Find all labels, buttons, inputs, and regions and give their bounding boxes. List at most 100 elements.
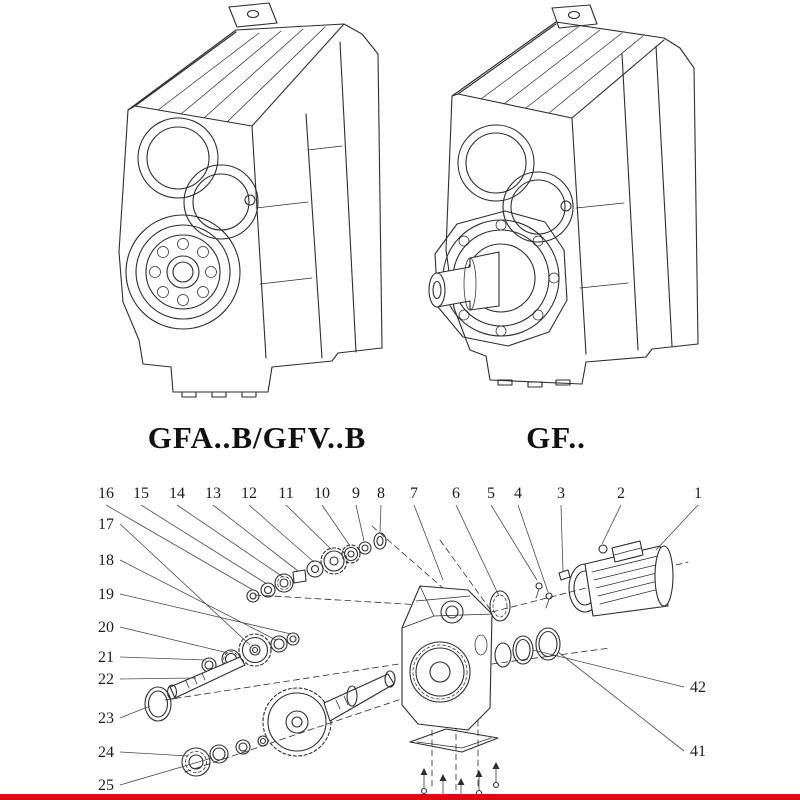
callout-12: 12 [241,485,257,502]
mounting-feet [497,379,571,388]
motor-end-cap [654,545,674,607]
callout-22: 22 [98,671,114,688]
oil-plug-block [228,2,278,28]
housing-input-bore [440,600,464,624]
side-plug [560,200,572,212]
output-shaft-parts [181,670,396,777]
callout-1: 1 [694,485,702,502]
callout-8: 8 [377,485,385,502]
part-14-bearing [274,573,294,593]
housing-bolt-circle [412,644,468,700]
callout-13: 13 [205,485,221,502]
callout-18: 18 [98,552,114,569]
part-5-bolt [535,582,543,590]
callout-5: 5 [487,485,495,502]
part-22-shaft [169,656,246,699]
callout-7: 7 [410,485,418,502]
callout-25: 25 [98,777,114,794]
callout-19: 19 [98,586,114,603]
shaft-spline-ticks [335,695,349,710]
frame-ties [255,145,343,285]
frame-rails [251,41,357,359]
washer [235,739,251,755]
part-41-ring [535,627,561,661]
shaft-end [428,272,446,308]
part-24-bearing [181,747,211,777]
callout-15: 15 [133,485,149,502]
callout-column-left: 17 18 19 20 21 22 23 24 25 [98,516,114,794]
caption-left: GFA..B/GFV..B [148,420,367,455]
callout-3: 3 [557,485,565,502]
cooling-ribs [157,26,326,123]
flange-boss [434,210,568,347]
part-12-washer [306,560,324,578]
input-bores [137,117,259,240]
part-19-ring [286,632,300,646]
motor-fins [591,554,668,605]
part-25-ring [209,744,229,764]
part-13-spacer [292,569,307,584]
exploded-housing [401,585,493,731]
bearing-rollers [149,238,217,306]
callout-14: 14 [169,485,185,502]
part-11-gear [320,547,348,575]
input-shaft-parts [246,532,387,603]
frame-rails [571,45,673,355]
leader-lines-right [532,649,685,752]
figure-gearbox-gfab [118,2,383,398]
part-17-gear [238,633,272,667]
base-gasket-and-bolts [409,728,500,800]
part-4-bolt [545,592,553,600]
callout-column-right: 42 41 [690,679,706,760]
oil-plug [246,9,260,19]
part-8-cap [373,532,387,550]
frame-ties [575,202,629,289]
housing-flange-bore [409,641,471,703]
intermediate-shaft-parts [144,632,300,722]
callout-16: 16 [98,485,114,502]
leader-lines-left [119,523,292,786]
leader-lines-top [105,504,699,597]
caption-right: GF.. [526,420,586,455]
callout-17: 17 [98,516,114,533]
input-bores [457,124,574,243]
side-plug [244,194,256,206]
page-bottom-border [0,794,800,800]
oil-plug-block [551,4,598,29]
callout-21: 21 [98,649,114,666]
callout-6: 6 [452,485,460,502]
motor-and-adapter-parts [489,540,674,668]
part-18-washer [270,635,288,653]
callout-10: 10 [314,485,330,502]
housing-top-edges [127,23,345,127]
motor-eyebolt [598,544,608,554]
part-10-pinion [341,544,361,564]
part-3-key [558,569,571,581]
output-shaft [436,251,500,311]
output-flange [428,210,568,347]
callout-23: 23 [98,710,114,727]
base-gasket [409,728,499,753]
callout-4: 4 [514,485,522,502]
part-15-washer [260,582,276,598]
housing-top-edges [451,23,665,119]
callout-24: 24 [98,744,114,761]
housing-outline [118,23,383,393]
housing-outline [445,21,699,385]
callout-42: 42 [690,679,706,696]
gasket-ring [494,642,512,668]
callout-41: 41 [690,743,706,760]
oil-plug [567,10,581,20]
snap-ring [257,735,269,747]
part-6-cover [489,590,511,622]
output-gear [262,687,332,757]
cooling-ribs [480,26,644,114]
output-shaft-piece [323,673,395,722]
part-23-oil-seal [144,686,172,722]
figure-gearbox-gf [428,4,699,388]
callout-row-top: 16 15 14 13 12 11 10 9 8 7 6 5 4 3 2 1 [98,485,702,502]
mounting-feet [181,391,257,398]
callout-2: 2 [617,485,625,502]
